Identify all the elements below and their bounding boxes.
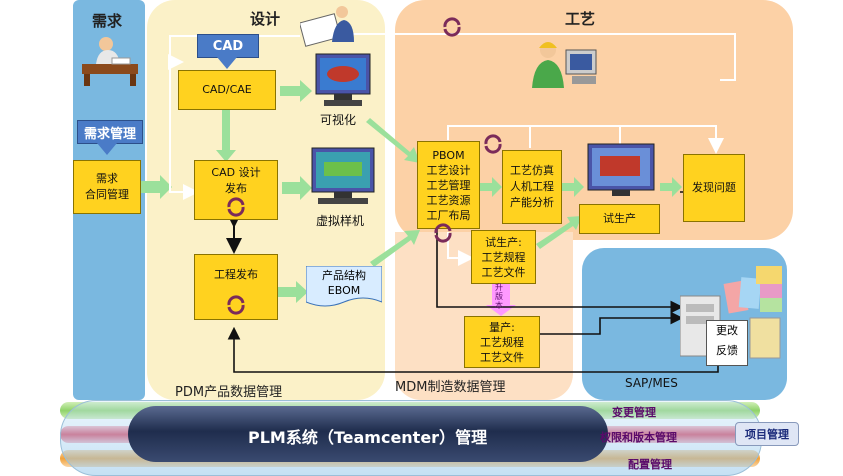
monitor-icon <box>587 143 655 196</box>
pbom-box[interactable]: PBOM 工艺设计 工艺管理 工艺资源 工厂布局 <box>417 141 480 229</box>
monitor-icon <box>315 53 371 106</box>
demand-management-button[interactable]: 需求管理 <box>77 120 143 144</box>
cad-release-box[interactable]: CAD 设计 发布 <box>194 160 278 220</box>
issue-found-box[interactable]: 发现问题 <box>683 154 745 222</box>
cad-down-arrow <box>217 57 237 69</box>
mdm-label: MDM制造数据管理 <box>395 380 506 395</box>
feedback-label: 更改 反馈 <box>716 324 738 357</box>
cycle-icon <box>227 295 245 315</box>
demand-title: 需求 <box>92 12 123 30</box>
trial-docs-box[interactable]: 试生产: 工艺规程 工艺文件 <box>471 230 536 284</box>
engineering-release-box[interactable]: 工程发布 <box>194 254 278 320</box>
flow-arrows <box>140 80 682 303</box>
feedback-box[interactable]: 更改 反馈 <box>706 320 748 366</box>
demand-down-arrow <box>97 143 117 155</box>
simulation-box[interactable]: 工艺仿真 人机工程 产能分析 <box>502 150 562 224</box>
project-mgmt-tag: 项目管理 <box>735 422 799 446</box>
ebom-label: 产品结构 EBOM <box>322 269 366 297</box>
cad-button[interactable]: CAD <box>197 34 259 58</box>
cycle-icon <box>443 17 461 37</box>
design-title: 设计 <box>250 10 281 28</box>
virtual-prototype-label: 虚拟样机 <box>316 214 365 228</box>
visual-label: 可视化 <box>320 113 357 127</box>
pdm-label: PDM产品数据管理 <box>175 385 283 400</box>
worker-icon <box>532 42 597 88</box>
designer-icon <box>300 6 354 47</box>
mass-production-docs-box[interactable]: 量产: 工艺规程 工艺文件 <box>464 316 540 368</box>
cad-cae-box[interactable]: CAD/CAE <box>178 70 276 110</box>
config-mgmt-label: 配置管理 <box>628 458 672 471</box>
monitor-icon <box>311 147 375 204</box>
contract-management-box[interactable]: 需求 合同管理 <box>73 160 141 214</box>
plm-core <box>128 406 608 462</box>
trial-production-box[interactable]: 试生产 <box>579 204 660 234</box>
cycle-icon <box>434 223 452 243</box>
cycle-icon <box>484 134 502 154</box>
process-title: 工艺 <box>565 10 596 28</box>
permission-mgmt-label: 权限和版本管理 <box>600 431 677 444</box>
cycle-icon <box>227 197 245 217</box>
change-mgmt-label: 变更管理 <box>612 406 656 419</box>
ebom-document-icon <box>306 266 382 307</box>
sap-label: SAP/MES <box>625 376 678 390</box>
demand-person-icon <box>82 37 138 86</box>
upgrade-version-label: 升 版 本 <box>495 283 503 310</box>
plm-title: PLM系统（Teamcenter）管理 <box>248 428 488 447</box>
